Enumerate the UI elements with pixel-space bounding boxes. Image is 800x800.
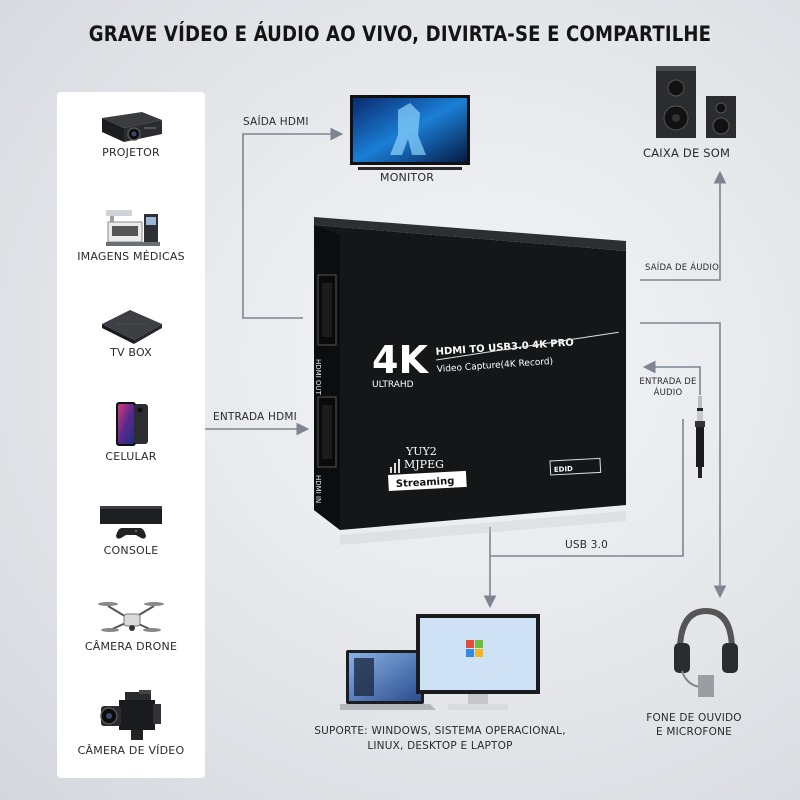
hdmi-out-label: SAÍDA HDMI [243, 116, 309, 128]
port-in-label: HDMI IN [314, 475, 322, 503]
audio-in-label-line1: ENTRADA DE [639, 377, 697, 387]
audio-out-label: SAÍDA DE ÁUDIO [645, 263, 719, 273]
edid-value: 1.4 [578, 464, 590, 473]
logo-4k: 4K [372, 338, 429, 382]
source-panel: PROJETOR IMAGENS MÉDICAS TV BOX [57, 92, 205, 778]
computer-icon [340, 614, 540, 710]
audio-jack-icon [695, 396, 705, 478]
source-label: CÂMERA DE VÍDEO [77, 744, 185, 757]
source-label: IMAGENS MÉDICAS [77, 250, 185, 263]
game-console-icon [100, 506, 162, 539]
medical-equipment-icon [106, 210, 160, 246]
phone-icon [116, 402, 148, 446]
format-mjpeg: MJPEG [404, 458, 444, 471]
support-label: SUPORTE: WINDOWS, SISTEMA OPERACIONAL, L… [305, 724, 575, 754]
source-phone: CELULAR [57, 400, 205, 463]
source-label: TV BOX [110, 346, 152, 359]
logo-ultrahd: ULTRAHD [372, 380, 414, 390]
monitor-icon [350, 95, 470, 170]
support-label-line2: LINUX, DESKTOP E LAPTOP [367, 740, 513, 752]
source-console: CONSOLE [57, 498, 205, 557]
headset-icon [674, 607, 738, 697]
source-tv-box: TV BOX [57, 302, 205, 359]
capture-box-illustration: HDMI OUT HDMI IN 4K ULTRAHD HDMI TO USB3… [314, 217, 626, 545]
page-title: GRAVE VÍDEO E ÁUDIO AO VIVO, DIVIRTA-SE … [88, 22, 712, 46]
source-label: PROJETOR [102, 146, 160, 159]
source-label: CONSOLE [103, 544, 159, 557]
source-label: CELULAR [105, 450, 157, 463]
format-yuy2: YUY2 [405, 445, 437, 458]
audio-in-label: ENTRADA DE ÁUDIO [632, 377, 704, 399]
port-out-label: HDMI OUT [314, 359, 322, 396]
source-medical-imaging: IMAGENS MÉDICAS [57, 204, 205, 263]
usb-label: USB 3.0 [565, 539, 608, 551]
streaming-badge: Streaming [396, 476, 455, 490]
monitor-label: MONITOR [380, 171, 435, 184]
source-projector: PROJETOR [57, 102, 205, 159]
headset-label-line2: E MICROFONE [655, 726, 732, 738]
source-drone: CÂMERA DRONE [57, 594, 205, 653]
support-label-line1: SUPORTE: WINDOWS, SISTEMA OPERACIONAL, [314, 725, 566, 737]
edid-label: EDID [554, 465, 574, 474]
drone-icon [98, 602, 164, 632]
video-camera-icon [100, 690, 161, 740]
headset-label-line1: FONE DE OUVIDO [646, 712, 742, 724]
source-video-camera: CÂMERA DE VÍDEO [57, 688, 205, 757]
audio-in-label-line2: ÁUDIO [653, 388, 683, 398]
source-label: CÂMERA DRONE [84, 640, 178, 653]
speaker-icon [656, 66, 736, 138]
hdmi-in-label: ENTRADA HDMI [213, 411, 297, 423]
tv-box-icon [102, 310, 162, 344]
headset-label: FONE DE OUVIDO E MICROFONE [634, 711, 754, 739]
projector-icon [102, 112, 162, 142]
capture-device: HDMI OUT HDMI IN 4K ULTRAHD HDMI TO USB3… [300, 205, 650, 579]
speaker-label: CAIXA DE SOM [643, 146, 731, 160]
